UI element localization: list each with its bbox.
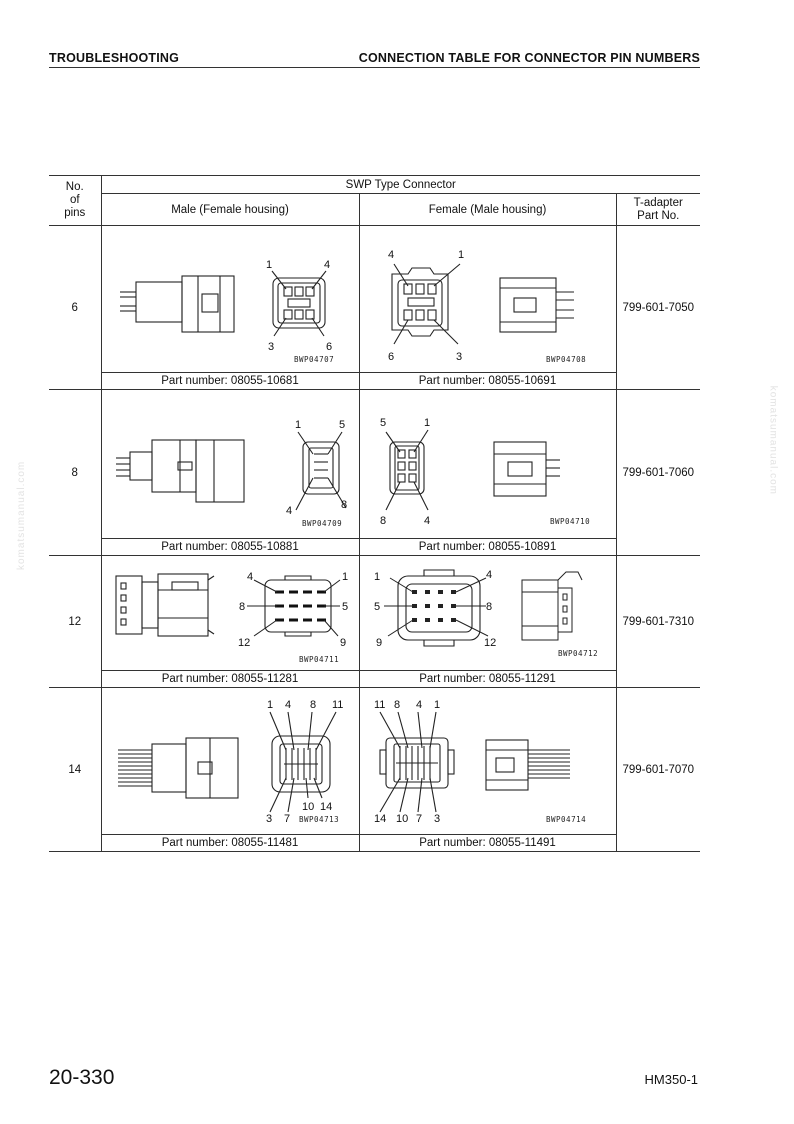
female-part-number-14pin: Part number: 08055-11491 [358, 834, 617, 852]
male-12-pin-label-8: 8 [239, 601, 245, 613]
male-8-pin-label-5: 5 [339, 419, 345, 431]
running-header-title: CONNECTION TABLE FOR CONNECTOR PIN NUMBE… [358, 51, 700, 65]
female-part-number-12pin: Part number: 08055-11291 [358, 670, 617, 688]
drawing-code: BWP04714 [546, 815, 586, 824]
male-14-pin-label-3: 3 [266, 813, 272, 825]
t-adapter-14pin: 799-601-7070 [615, 687, 700, 852]
female-8-pin-label-4: 4 [424, 515, 430, 527]
male-12-pin-label-9: 9 [340, 637, 346, 649]
female-12-pin-label-9: 9 [376, 637, 382, 649]
female-12-pin-label-5: 5 [374, 601, 380, 613]
female-part-number-6pin: Part number: 08055-10691 [358, 372, 617, 390]
male-8-pin-label-4: 4 [286, 505, 292, 517]
female-connector-6pin-drawing: 4 1 6 3 BWP04708 [388, 249, 586, 364]
male-12-pin-label-4: 4 [247, 571, 253, 583]
female-14-pin-label-3: 3 [434, 813, 440, 825]
col-header-tadapter: T-adapter Part No. [615, 193, 700, 226]
female-8-pin-label-5: 5 [380, 417, 386, 429]
male-14-pin-label-8: 8 [310, 699, 316, 711]
drawing-code: BWP04708 [546, 355, 586, 364]
t-adapter-12pin: 799-601-7310 [615, 555, 700, 688]
female-14-pin-label-11: 11 [374, 699, 385, 711]
drawing-code: BWP04712 [558, 649, 598, 658]
watermark-right: komatsumanual.com [767, 385, 778, 495]
male-drawing-cell: 1 4 3 6 BWP04707 [100, 225, 360, 373]
female-14-pin-label-14: 14 [374, 813, 386, 825]
male-14-pin-label-4: 4 [285, 699, 291, 711]
drawing-code: BWP04711 [299, 655, 339, 664]
female-drawing-cell: 11 8 4 1 14 10 7 3 BWP04714 [358, 687, 617, 835]
col-header-pins: No. of pins [49, 175, 102, 226]
female-connector-14pin-drawing: 11 8 4 1 14 10 7 3 BWP04714 [374, 699, 586, 825]
male-6-pin-label-1: 1 [266, 259, 272, 271]
female-6-pin-label-6: 6 [388, 351, 394, 363]
female-14-pin-label-8: 8 [394, 699, 400, 711]
female-drawing-cell: 5 1 8 4 BWP04710 [358, 389, 617, 539]
male-12-pin-label-1: 1 [342, 571, 348, 583]
female-drawing-cell: 4 1 6 3 BWP04708 [358, 225, 617, 373]
male-connector-12pin-drawing: 4 1 8 5 12 9 BWP04711 [114, 571, 348, 664]
pins-count-8: 8 [49, 389, 102, 556]
male-drawing-cell: 1 4 8 11 10 14 3 7 BWP04713 [100, 687, 360, 835]
male-8-pin-label-8: 8 [341, 499, 347, 511]
female-connector-8pin-drawing: 5 1 8 4 BWP04710 [380, 417, 590, 527]
male-part-number-12pin: Part number: 08055-11281 [100, 670, 360, 688]
col-header-male: Male (Female housing) [100, 193, 360, 226]
female-14-pin-label-4: 4 [416, 699, 422, 711]
drawing-code: BWP04709 [302, 519, 342, 528]
pins-count-12: 12 [49, 555, 102, 688]
drawing-code: BWP04710 [550, 517, 590, 526]
male-8-pin-label-1: 1 [295, 419, 301, 431]
female-14-pin-label-1: 1 [434, 699, 440, 711]
female-connector-12pin-drawing: 1 4 5 8 9 12 BWP04712 [374, 569, 598, 658]
connector-table: No. of pins SWP Type Connector Male (Fem… [49, 175, 700, 852]
watermark-left: komatsumanual.com [16, 460, 27, 570]
male-6-pin-label-3: 3 [268, 341, 274, 353]
male-drawing-cell: 4 1 8 5 12 9 BWP04711 [100, 555, 360, 671]
male-14-pin-label-1: 1 [267, 699, 273, 711]
female-6-pin-label-4: 4 [388, 249, 394, 261]
male-12-pin-label-12: 12 [238, 637, 250, 649]
col-header-female: Female (Male housing) [358, 193, 617, 226]
male-part-number-8pin: Part number: 08055-10881 [100, 538, 360, 556]
female-6-pin-label-1: 1 [458, 249, 464, 261]
male-14-pin-label-14: 14 [320, 801, 332, 813]
pins-count-6: 6 [49, 225, 102, 390]
male-connector-8pin-drawing: 1 5 4 8 BWP04709 [115, 419, 347, 528]
t-adapter-6pin: 799-601-7050 [615, 225, 700, 390]
page-number: 20-330 [49, 1066, 115, 1089]
female-12-pin-label-12: 12 [484, 637, 496, 649]
col-header-type: SWP Type Connector [100, 175, 700, 194]
female-8-pin-label-8: 8 [380, 515, 386, 527]
male-connector-6pin-drawing: 1 4 3 6 BWP04707 [119, 259, 334, 364]
female-part-number-8pin: Part number: 08055-10891 [358, 538, 617, 556]
male-12-pin-label-5: 5 [342, 601, 348, 613]
female-12-pin-label-1: 1 [374, 571, 380, 583]
female-14-pin-label-7: 7 [416, 813, 422, 825]
header-rule [49, 67, 700, 68]
drawing-code: BWP04713 [299, 815, 339, 824]
male-14-pin-label-11: 11 [332, 699, 343, 711]
machine-model: HM350-1 [644, 1072, 698, 1087]
male-connector-14pin-drawing: 1 4 8 11 10 14 3 7 BWP04713 [117, 699, 343, 825]
male-6-pin-label-4: 4 [324, 259, 330, 271]
female-drawing-cell: 1 4 5 8 9 12 BWP04712 [358, 555, 617, 671]
female-12-pin-label-8: 8 [486, 601, 492, 613]
female-6-pin-label-3: 3 [456, 351, 462, 363]
male-part-number-14pin: Part number: 08055-11481 [100, 834, 360, 852]
drawing-code: BWP04707 [294, 355, 334, 364]
male-6-pin-label-6: 6 [326, 341, 332, 353]
t-adapter-8pin: 799-601-7060 [615, 389, 700, 556]
running-header-section: TROUBLESHOOTING [49, 51, 180, 65]
female-12-pin-label-4: 4 [486, 569, 492, 581]
male-drawing-cell: 1 5 4 8 BWP04709 [100, 389, 360, 539]
female-14-pin-label-10: 10 [396, 813, 408, 825]
male-14-pin-label-10: 10 [302, 801, 314, 813]
female-8-pin-label-1: 1 [424, 417, 430, 429]
pins-count-14: 14 [49, 687, 102, 852]
male-part-number-6pin: Part number: 08055-10681 [100, 372, 360, 390]
male-14-pin-label-7: 7 [284, 813, 290, 825]
